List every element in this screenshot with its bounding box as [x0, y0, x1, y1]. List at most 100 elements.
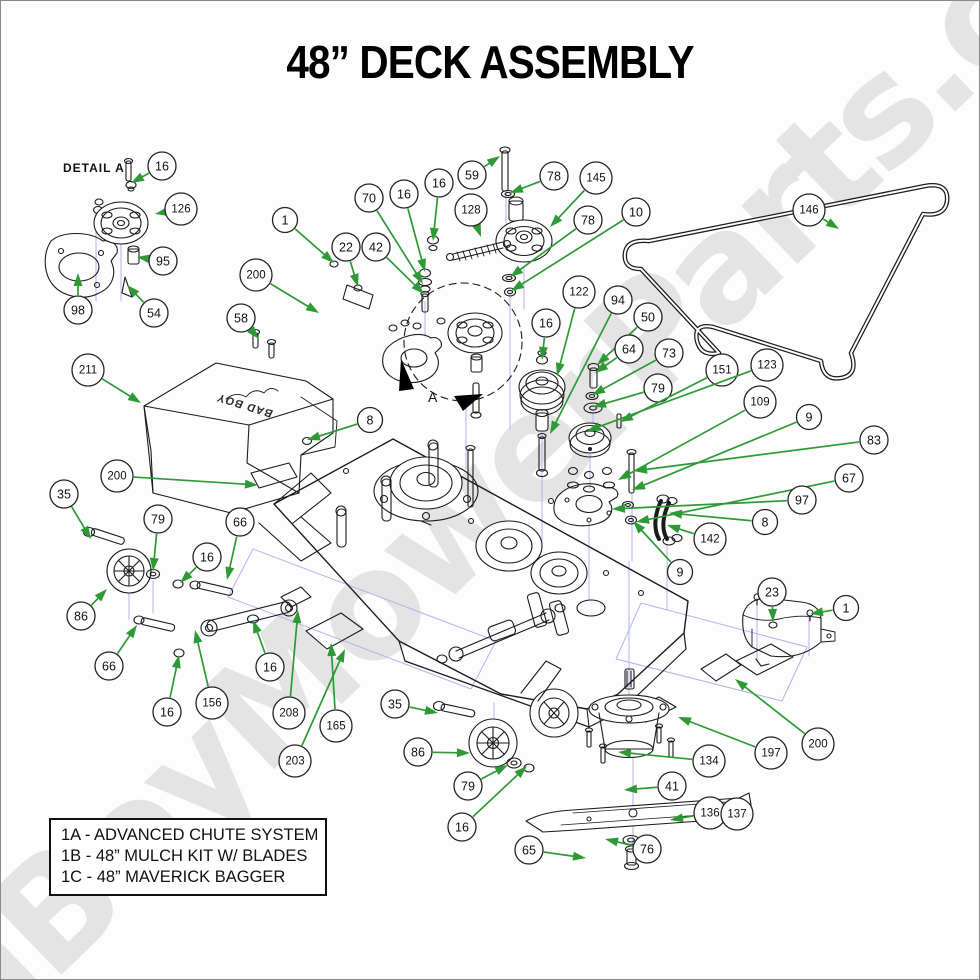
callout-balloon-50: 50	[633, 302, 663, 332]
svg-text:211: 211	[79, 365, 97, 377]
svg-text:16: 16	[539, 317, 553, 331]
callout-balloon-109: 109	[743, 385, 777, 419]
svg-text:23: 23	[765, 586, 779, 600]
leader-arrow-145	[550, 189, 585, 227]
svg-text:146: 146	[799, 205, 818, 217]
leader-arrow-78	[510, 228, 577, 277]
callout-balloon-66: 66	[225, 507, 255, 537]
svg-text:94: 94	[611, 294, 625, 308]
leader-arrow-79	[593, 391, 644, 408]
leader-arrow-76	[605, 837, 633, 847]
callout-balloon-78: 78	[573, 205, 603, 235]
leader-arrow-86	[432, 748, 470, 758]
callout-balloon-41: 41	[657, 771, 687, 801]
callout-balloon-16: 16	[531, 308, 561, 338]
svg-text:66: 66	[102, 660, 116, 674]
callout-balloon-23: 23	[757, 577, 787, 607]
svg-text:156: 156	[202, 698, 221, 710]
svg-text:79: 79	[461, 780, 475, 794]
cover-23	[742, 593, 836, 667]
svg-text:145: 145	[586, 173, 605, 185]
svg-text:79: 79	[151, 513, 165, 527]
leader-arrow-122	[555, 308, 576, 376]
leader-arrow-16	[253, 620, 266, 654]
leader-arrow-70	[376, 210, 423, 284]
callout-balloon-145: 145	[579, 161, 613, 195]
svg-text:86: 86	[74, 610, 88, 624]
leader-arrow-66	[116, 625, 137, 655]
callout-balloon-83: 83	[859, 425, 889, 455]
leader-arrow-16	[131, 172, 150, 183]
callout-balloon-211: 211	[71, 353, 105, 387]
leader-arrow-197	[678, 717, 756, 748]
legend-item-2: 1C - 48” MAVERICK BAGGER	[61, 868, 286, 886]
svg-text:64: 64	[622, 343, 636, 357]
leader-arrow-97	[612, 499, 788, 513]
callout-balloon-8: 8	[751, 508, 779, 536]
leader-arrow-35	[409, 705, 438, 715]
callout-balloon-94: 94	[603, 285, 633, 315]
callout-balloon-126: 126	[164, 192, 198, 226]
callout-balloon-97: 97	[787, 485, 817, 515]
leader-arrow-109	[618, 409, 746, 480]
leader-arrow-156	[193, 630, 209, 687]
callout-balloon-9: 9	[666, 558, 694, 586]
callout-balloon-73: 73	[654, 338, 684, 368]
leader-arrow-8	[307, 423, 358, 441]
callout-balloon-8: 8	[356, 406, 384, 434]
leader-arrow-35	[70, 506, 91, 539]
leader-arrow-200	[270, 283, 319, 313]
leader-arrow-86	[90, 589, 107, 606]
callout-balloon-136: 136	[693, 796, 727, 830]
callout-balloon-79: 79	[453, 771, 483, 801]
right-idler-group	[553, 362, 683, 546]
detail-a-marker: A	[428, 389, 438, 405]
callout-balloon-79: 79	[643, 373, 673, 403]
callout-balloon-203: 203	[278, 744, 312, 778]
svg-text:16: 16	[200, 551, 214, 565]
callout-balloon-64: 64	[614, 334, 644, 364]
leader-arrow-1	[810, 607, 833, 617]
callout-balloon-86: 86	[403, 737, 433, 767]
callout-balloon-67: 67	[834, 463, 864, 493]
callout-balloon-208: 208	[272, 696, 306, 730]
svg-text:54: 54	[147, 307, 161, 321]
leader-arrow-73	[592, 359, 657, 395]
callout-balloon-16: 16	[147, 151, 177, 181]
svg-text:126: 126	[171, 204, 190, 216]
leader-arrow-66	[225, 536, 238, 580]
svg-text:203: 203	[285, 756, 304, 768]
callout-balloon-95: 95	[148, 246, 178, 276]
leader-arrow-79	[149, 533, 159, 571]
callout-balloon-22: 22	[331, 232, 361, 262]
svg-text:16: 16	[455, 821, 469, 835]
callout-balloon-200: 200	[239, 258, 273, 292]
callout-balloon-197: 197	[754, 736, 788, 770]
belt-146	[622, 183, 950, 381]
svg-text:109: 109	[750, 397, 769, 409]
leader-arrow-54	[127, 285, 145, 303]
callout-balloon-137: 137	[720, 797, 754, 831]
leader-arrow-22	[349, 261, 359, 287]
leader-arrow-65	[543, 851, 586, 861]
svg-text:208: 208	[279, 708, 298, 720]
svg-text:58: 58	[234, 312, 248, 326]
legend-item-0: 1A - ADVANCED CHUTE SYSTEM	[61, 826, 319, 844]
leader-arrow-136	[670, 813, 694, 823]
callout-balloon-128: 128	[454, 193, 488, 227]
svg-text:78: 78	[581, 214, 595, 228]
svg-text:9: 9	[677, 566, 684, 580]
leader-arrow-78	[510, 180, 541, 193]
callout-balloon-59: 59	[457, 160, 487, 190]
svg-text:200: 200	[246, 270, 265, 282]
svg-text:16: 16	[397, 188, 411, 202]
callout-balloon-42: 42	[361, 232, 391, 262]
leader-arrow-58	[247, 326, 259, 339]
svg-text:83: 83	[867, 434, 881, 448]
callout-balloon-66: 66	[94, 651, 124, 681]
leader-arrow-16	[407, 208, 426, 272]
svg-text:50: 50	[641, 311, 655, 325]
callout-balloon-58: 58	[226, 303, 256, 333]
